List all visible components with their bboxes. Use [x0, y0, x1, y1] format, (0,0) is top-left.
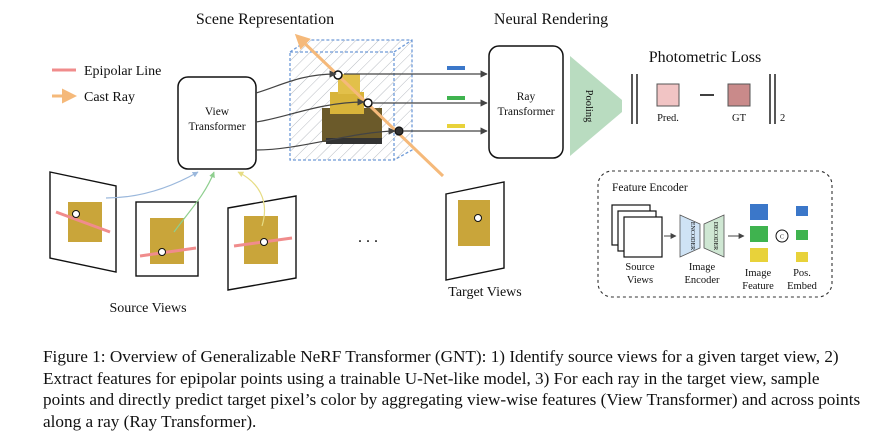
concat-label: C	[780, 235, 784, 241]
scene-volume	[289, 39, 413, 161]
source-to-vt-arrow	[237, 171, 266, 227]
encoder-tag: ENCODER	[689, 222, 695, 250]
norm-subscript: 2	[780, 113, 785, 124]
scene-representation-heading: Scene Representation	[196, 11, 334, 28]
target-view	[445, 181, 505, 281]
source-to-vt-arrow	[173, 171, 215, 233]
source-view-2	[135, 201, 199, 277]
pooling-label: Pooling	[583, 90, 594, 123]
figure-caption: Figure 1: Overview of Generalizable NeRF…	[43, 346, 863, 432]
view-transformer-label-2: Transformer	[188, 121, 245, 133]
image-feature-label-2: Feature	[742, 281, 774, 292]
gt-swatch	[727, 83, 751, 107]
decoder-tag: DECODER	[712, 222, 718, 250]
pooling-block	[570, 56, 622, 156]
photometric-loss-heading: Photometric Loss	[649, 49, 761, 66]
target-views-label: Target Views	[448, 285, 521, 300]
image-feature-grid	[750, 204, 768, 262]
pred-label: Pred.	[657, 113, 679, 124]
encoder-source-views-label-1: Source	[625, 262, 654, 273]
image-encoder-unet: ENCODER DECODER	[679, 214, 725, 258]
pos-embed-label-1: Pos.	[793, 268, 811, 279]
ray-transformer-label-2: Transformer	[497, 106, 554, 118]
ray-sample-point	[363, 98, 373, 108]
source-views-label: Source Views	[109, 301, 186, 316]
cast-ray-legend-label: Cast Ray	[84, 90, 135, 105]
vt-to-point-arrow	[255, 98, 365, 123]
ray-feature-tokens	[447, 66, 465, 128]
ray-sample-point	[333, 70, 343, 80]
image-encoder-label-2: Encoder	[685, 275, 720, 286]
source-to-vt-arrow	[105, 171, 199, 199]
neural-rendering-heading: Neural Rendering	[494, 11, 608, 28]
pos-embed-label-2: Embed	[787, 281, 817, 292]
view-transformer-label-1: View	[205, 106, 230, 118]
vt-to-point-arrow	[255, 127, 396, 151]
legend: Epipolar Line Cast Ray	[52, 64, 161, 105]
gnt-overview-figure: Scene Representation Neural Rendering Ph…	[49, 11, 833, 316]
pred-swatch	[656, 83, 680, 107]
feature-encoder-title: Feature Encoder	[612, 182, 688, 194]
feature-encoder-box	[597, 170, 833, 298]
more-views-ellipsis: . . .	[358, 229, 378, 246]
view-transformer-box	[177, 76, 257, 170]
gt-label: GT	[732, 113, 747, 124]
image-encoder-label-1: Image	[689, 262, 716, 273]
encoder-source-views-label-2: Views	[627, 275, 653, 286]
encoder-source-views-stack	[611, 204, 663, 258]
source-view-1	[49, 171, 117, 273]
pos-embed-tokens	[796, 206, 808, 262]
concat-symbol	[775, 229, 789, 243]
caption-text: Figure 1: Overview of Generalizable NeRF…	[43, 347, 861, 431]
photometric-loss-formula: Pred. GT 2	[631, 74, 785, 124]
image-feature-label-1: Image	[745, 268, 772, 279]
ray-transformer-box	[488, 45, 564, 159]
ray-transformer-label-1: Ray	[517, 91, 536, 103]
vt-to-point-arrow	[255, 70, 337, 94]
epipolar-line-legend-label: Epipolar Line	[84, 64, 161, 79]
source-view-3	[227, 195, 297, 291]
ray-sample-point	[394, 126, 404, 136]
